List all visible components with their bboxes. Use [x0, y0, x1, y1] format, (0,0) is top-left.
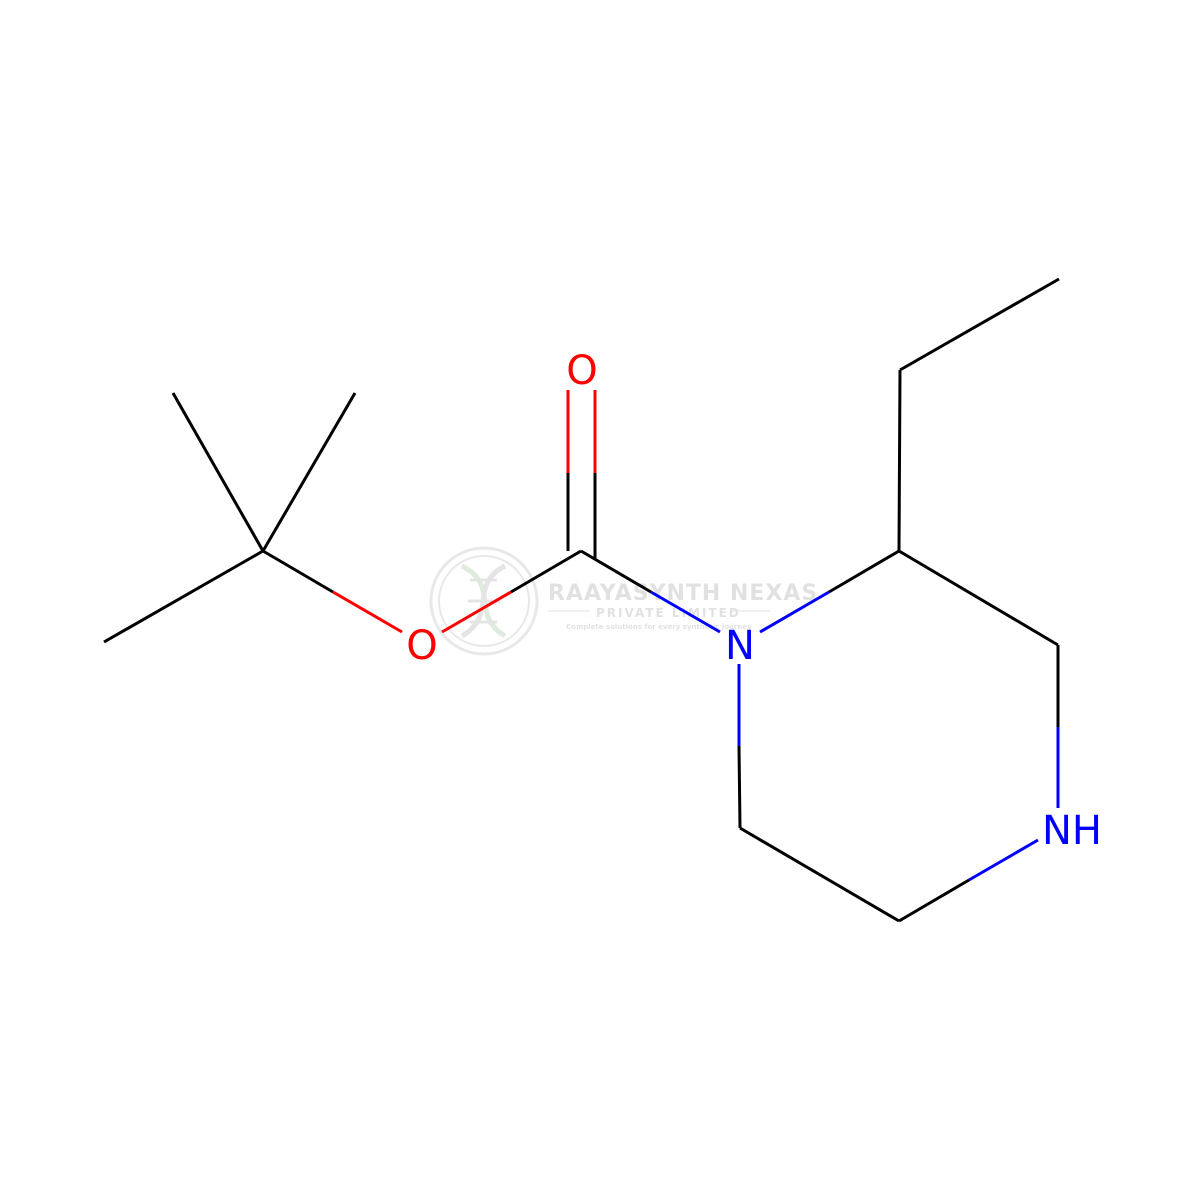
bond-methyl-upper-left — [171, 392, 265, 552]
watermark-subtitle: PRIVATE LIMITED — [596, 606, 741, 620]
bond-n4-c5-black — [898, 878, 970, 923]
bond-o-ccarbonyl-black — [510, 549, 582, 594]
watermark-logo-icon — [429, 546, 539, 656]
bond-n1-c2-blue — [759, 590, 830, 634]
bond-o-ccarbonyl-red — [441, 590, 512, 634]
atom-label-carbonyl-oxygen: O — [566, 348, 597, 394]
atom-label-nitrogen-4: NH — [1042, 808, 1102, 854]
atom-labels: O O N NH — [406, 348, 1102, 854]
bonds — [103, 277, 1060, 923]
watermark-tagline: Complete solutions for every synthetic j… — [566, 623, 752, 631]
watermark: RAAYASYNTH NEXAS PRIVATE LIMITED Complet… — [429, 546, 818, 656]
bond-n1-c2-black — [828, 549, 900, 594]
bond-cq-o-black — [262, 549, 334, 594]
bond-c5-c6 — [739, 826, 900, 923]
bond-c2-c3 — [898, 549, 1059, 647]
atom-label-nitrogen-1: N — [725, 623, 755, 669]
bond-ccarbonyl-n1-black — [580, 549, 652, 594]
bond-methyl-left — [103, 549, 264, 644]
bond-ethyl-ch2-ch3 — [899, 277, 1060, 372]
atom-label-ester-oxygen: O — [406, 623, 437, 669]
watermark-title: RAAYASYNTH NEXAS — [548, 581, 818, 606]
bond-cq-o-red — [332, 590, 403, 634]
bond-methyl-upper-right — [261, 392, 357, 552]
bond-c2-ethyl-ch2 — [897, 369, 902, 552]
bond-n4-c5-blue — [968, 838, 1039, 882]
bond-c6-n1-black — [737, 745, 742, 829]
bond-ccarbonyl-n1-blue — [650, 590, 721, 634]
